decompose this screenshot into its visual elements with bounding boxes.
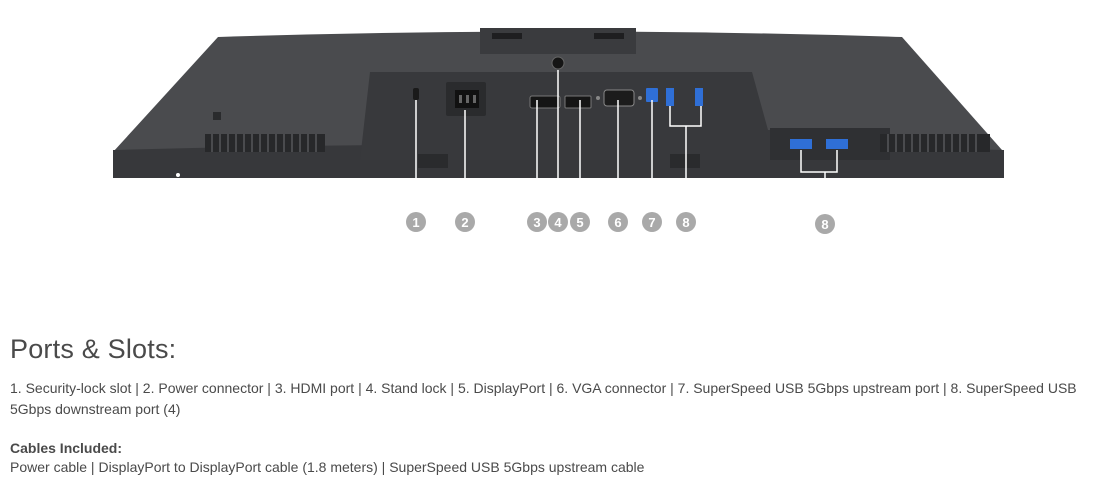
cables-included-heading: Cables Included:	[10, 440, 123, 456]
hdmi-port-icon	[529, 95, 561, 109]
callout-8-right: 8	[815, 214, 835, 234]
svg-text:8: 8	[682, 215, 689, 230]
vga-connector-icon	[596, 89, 642, 107]
displayport-icon	[564, 95, 592, 109]
callout-4: 4	[548, 212, 568, 232]
usb-upstream-port-icon	[646, 88, 658, 102]
svg-text:7: 7	[648, 215, 655, 230]
svg-text:8: 8	[821, 217, 828, 232]
usb-downstream-port-icon	[826, 139, 848, 149]
usb-downstream-port-icon	[695, 88, 703, 106]
svg-text:1: 1	[412, 215, 419, 230]
monitor-rear-figure: 1 2 3 4 5 6 7 8 8	[113, 28, 1004, 234]
callout-8: 8	[676, 212, 696, 232]
leader-lines	[415, 70, 838, 214]
usb-downstream-port-icon	[666, 88, 674, 106]
svg-text:3: 3	[533, 215, 540, 230]
ports-slots-title: Ports & Slots:	[10, 334, 177, 364]
power-led-icon	[176, 173, 180, 177]
cables-included-text: Power cable | DisplayPort to DisplayPort…	[10, 459, 645, 475]
callout-6: 6	[608, 212, 628, 232]
stand-lock-icon	[551, 56, 565, 70]
callout-7: 7	[642, 212, 662, 232]
svg-text:4: 4	[554, 215, 562, 230]
svg-text:6: 6	[614, 215, 621, 230]
ports-list-text: 1. Security-lock slot | 2. Power connect…	[10, 380, 1077, 417]
svg-text:5: 5	[576, 215, 583, 230]
callout-1: 1	[406, 212, 426, 232]
usb-downstream-port-icon	[790, 139, 812, 149]
port-bay	[360, 72, 790, 160]
callout-3: 3	[527, 212, 547, 232]
power-connector-icon	[446, 82, 486, 116]
svg-text:2: 2	[461, 215, 468, 230]
stand-mount	[480, 28, 636, 54]
callout-2: 2	[455, 212, 475, 232]
security-lock-slot-icon	[413, 88, 419, 100]
callout-5: 5	[570, 212, 590, 232]
